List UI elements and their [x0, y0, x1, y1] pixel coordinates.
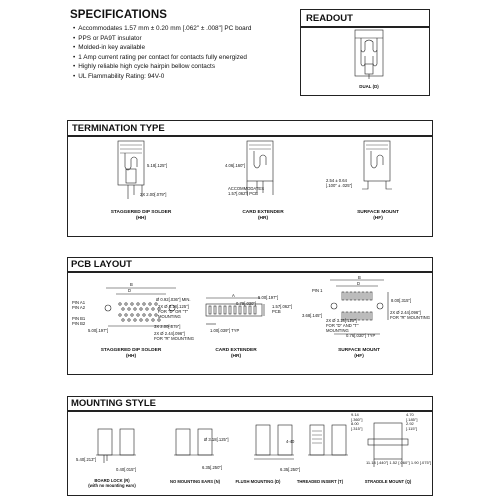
- mounting-caption-threaded: THREADED INSERT (T): [296, 479, 344, 484]
- surface-mount-drawing: [362, 140, 392, 190]
- mounting-caption-flush: FLUSH MOUNTING (D): [235, 479, 281, 484]
- mounting-title: MOUNTING STYLE: [71, 398, 156, 409]
- mounting-caption-no-ears: NO MOUNTING EARS (N): [169, 479, 220, 484]
- pcb-hf-b: B: [358, 275, 361, 280]
- pcb-hh-d: D: [128, 288, 132, 293]
- hr-dim-accommodates: ACCOMMODATES 1.57[.062"] PCB: [228, 186, 264, 196]
- termination-panel: TERMINATION TYPE 5.18[.125"] 2X 2.00[.07…: [67, 120, 433, 237]
- hh-dim-pitch: 2X 2.00[.079"]: [140, 192, 167, 197]
- termination-caption-hh: STAGGERED DIP SOLDER (HH): [110, 210, 172, 221]
- flush-mount-drawing: [254, 424, 294, 460]
- pcb-hf-height: 8.00[.315"]: [391, 298, 412, 303]
- termination-caption-hf: SURFACE MOUNT (HF): [357, 210, 399, 221]
- straddle-dims-right: 4.70 [.185"] 2.92 [.115"]: [406, 412, 418, 431]
- dual-readout-drawing: [354, 29, 384, 79]
- spec-item: Highly reliable high cycle hairpin bello…: [73, 62, 293, 72]
- card-extender-drawing: [246, 140, 274, 195]
- board-lock-gap: 0.40[.015"]: [116, 467, 137, 472]
- pcb-hh-pitch: 3X 2.00[.079"]: [154, 324, 181, 329]
- staggered-dip-drawing: [117, 140, 145, 199]
- board-lock-height: 5.40[.213"]: [76, 457, 97, 462]
- threaded-height: 6.35[.250"]: [280, 467, 301, 472]
- pcb-caption-hf: SURFACE MOUNT (HF): [338, 348, 380, 359]
- board-lock-drawing: [96, 428, 136, 463]
- mounting-panel: MOUNTING STYLE 5.40[.213"] 0.40[.015"] B…: [67, 396, 433, 496]
- readout-panel: READOUT DUAL (D): [300, 9, 430, 96]
- pcb-hr-a: A: [232, 293, 235, 298]
- flush-height: 6.35[.250"]: [202, 465, 223, 470]
- hf-dim-standoff: 2.54 ± 0.64 [.100" ± .025"]: [326, 178, 353, 188]
- pcb-layout-panel: PCB LAYOUT B D Ø 0.92[.036"] MIN. 2X Ø 3…: [67, 257, 433, 375]
- pcb-hh-hole-min: Ø 0.92[.036"] MIN.: [156, 297, 191, 302]
- spec-item: PPS or PA9T insulator: [73, 34, 293, 44]
- flush-hole: Ø 3.18[.125"]: [204, 437, 229, 442]
- pcb-hh-row: 5.00[.197"]: [88, 328, 109, 333]
- pcb-caption-hr: CARD EXTENDER (HR): [215, 348, 257, 359]
- straddle-dims-top: 9.14 [.360"] 8.00 [.315"]: [351, 412, 363, 431]
- pcb-hf-drawing: [330, 279, 389, 335]
- pcb-hh-b: B: [130, 282, 133, 287]
- pcb-hf-pitch: 0.76[.030"] TYP: [346, 333, 376, 338]
- hh-dim-height: 5.18[.125"]: [147, 163, 168, 168]
- pcb-hh-drawing: [104, 287, 176, 327]
- mounting-caption-board-lock: BOARD LOCK (R) (with no mounting ears): [88, 478, 136, 488]
- no-ears-drawing: [174, 428, 214, 456]
- threaded-size: 4-40: [286, 439, 295, 444]
- pcb-hh-mount-hole: 2X Ø 3.18[.125"] FOR "D" OR "T" MOUNTING: [158, 304, 189, 319]
- specifications-list: Accommodates 1.57 mm ± 0.20 mm [.062" ± …: [73, 24, 293, 82]
- pcb-hr-pitch: 1.00[.039"] TYP: [210, 328, 240, 333]
- pcb-caption-hh: STAGGERED DIP SOLDER (HH): [100, 348, 162, 359]
- termination-title: TERMINATION TYPE: [72, 123, 165, 134]
- pcb-layout-title: PCB LAYOUT: [71, 259, 132, 270]
- readout-title: READOUT: [306, 13, 353, 24]
- pcb-hf-board-lock: 2X Ø 2.44[.096"] FOR "R" MOUNTING: [390, 310, 430, 320]
- threaded-insert-drawing: [308, 424, 348, 456]
- pcb-hh-board-lock: 2X Ø 2.44[.096"] FOR "R" MOUNTING: [154, 331, 194, 341]
- spec-item: UL Flammability Rating: 94V-0: [73, 72, 293, 82]
- pcb-hr-drawing: [205, 297, 265, 325]
- spec-item: Accommodates 1.57 mm ± 0.20 mm [.062" ± …: [73, 24, 293, 34]
- pcb-hh-pins: PIN A1 PIN A2 PIN B1 PIN B2: [72, 300, 86, 327]
- pcb-hr-pcb: 1.57[.062"] PCB: [272, 304, 293, 314]
- pcb-hf-mount-hole: 2X Ø 3.18[.125"] FOR "D" AND "T" MOUNTIN…: [326, 318, 359, 333]
- straddle-dims-bottom: 11.18 [.440"] 1.52 [.060"] 1.90 [.075"]: [366, 460, 432, 465]
- specifications-heading: SPECIFICATIONS: [70, 9, 168, 21]
- pcb-hf-d: D: [357, 281, 361, 286]
- termination-caption-hr: CARD EXTENDER (HR): [242, 210, 284, 221]
- straddle-mount-drawing: [367, 422, 409, 467]
- spec-item: Molded-in key available: [73, 43, 293, 53]
- readout-caption: DUAL (D): [359, 84, 379, 89]
- hr-dim-height: 4.06[.160"]: [225, 163, 246, 168]
- pcb-hf-row: 3.68[.145"]: [302, 313, 323, 318]
- pcb-hr-pad: 0.79[.030"]: [236, 301, 257, 306]
- mounting-caption-straddle: STRADDLE MOUNT (Q): [364, 479, 412, 484]
- pcb-hf-pin1: PIN 1: [312, 288, 323, 293]
- spec-item: 1 Amp current rating per contact for con…: [73, 53, 293, 63]
- pcb-hr-width: 5.00[.197"]: [258, 295, 279, 300]
